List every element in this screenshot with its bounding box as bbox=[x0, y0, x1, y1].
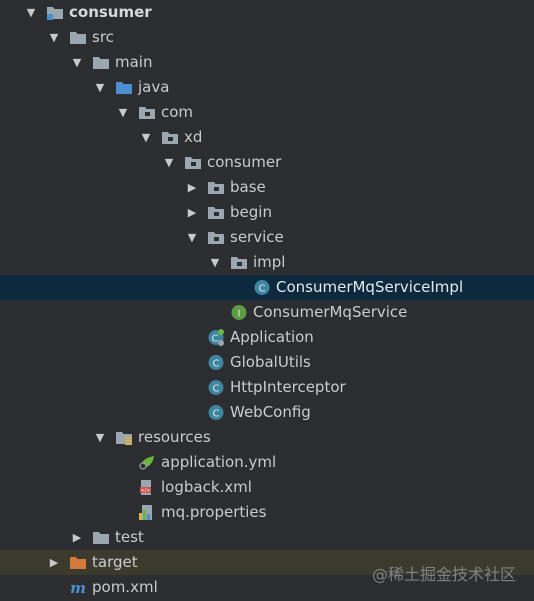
tree-node-label: com bbox=[161, 103, 194, 121]
tree-node-impl[interactable]: ▼ impl bbox=[0, 250, 534, 275]
tree-node-consumer-root[interactable]: ▼ consumer bbox=[0, 0, 534, 25]
maven-icon: m bbox=[69, 579, 87, 596]
expand-arrow-closed-icon[interactable]: ▶ bbox=[72, 531, 82, 544]
tree-node-test[interactable]: ▶ test bbox=[0, 525, 534, 550]
tree-node-label: GlobalUtils bbox=[230, 353, 311, 371]
tree-node-java[interactable]: ▼ java bbox=[0, 75, 534, 100]
tree-node-label: consumer bbox=[207, 153, 282, 171]
package-icon bbox=[207, 229, 225, 246]
tree-node-consumer-mq-service[interactable]: I ConsumerMqService bbox=[0, 300, 534, 325]
expand-arrow-closed-icon[interactable]: ▶ bbox=[187, 181, 197, 194]
svg-text:C: C bbox=[259, 284, 266, 295]
tree-node-logback-xml[interactable]: </> logback.xml bbox=[0, 475, 534, 500]
tree-node-base[interactable]: ▶ base bbox=[0, 175, 534, 200]
tree-node-pom-xml[interactable]: m pom.xml bbox=[0, 575, 534, 600]
tree-node-service[interactable]: ▼ service bbox=[0, 225, 534, 250]
package-icon bbox=[207, 179, 225, 196]
tree-node-src[interactable]: ▼ src bbox=[0, 25, 534, 50]
tree-node-label: mq.properties bbox=[161, 503, 267, 521]
tree-node-consumer-pkg[interactable]: ▼ consumer bbox=[0, 150, 534, 175]
spring-boot-class-icon: C bbox=[207, 329, 225, 346]
tree-node-global-utils[interactable]: C GlobalUtils bbox=[0, 350, 534, 375]
svg-text:</>: </> bbox=[140, 488, 150, 494]
expand-arrow-open-icon[interactable]: ▼ bbox=[95, 431, 105, 444]
tree-node-label: src bbox=[92, 28, 114, 46]
tree-node-label: test bbox=[115, 528, 144, 546]
tree-node-label: begin bbox=[230, 203, 272, 221]
source-folder-icon bbox=[115, 79, 133, 96]
tree-node-label: ConsumerMqServiceImpl bbox=[276, 278, 464, 296]
interface-icon: I bbox=[230, 304, 248, 321]
tree-node-application-yml[interactable]: application.yml bbox=[0, 450, 534, 475]
xml-file-icon: </> bbox=[138, 479, 156, 496]
watermark: @稀土掘金技术社区 bbox=[371, 565, 516, 584]
tree-node-label: java bbox=[138, 78, 170, 96]
tree-node-web-config[interactable]: C WebConfig bbox=[0, 400, 534, 425]
tree-node-label: ConsumerMqService bbox=[253, 303, 408, 321]
expand-arrow-open-icon[interactable]: ▼ bbox=[72, 56, 82, 69]
expand-arrow-open-icon[interactable]: ▼ bbox=[141, 131, 151, 144]
svg-text:C: C bbox=[212, 334, 219, 345]
class-icon: C bbox=[253, 279, 271, 296]
tree-node-resources[interactable]: ▼ resources bbox=[0, 425, 534, 450]
tree-node-consumer-mq-service-impl[interactable]: C ConsumerMqServiceImpl bbox=[0, 275, 534, 300]
properties-file-icon bbox=[138, 504, 156, 521]
module-folder-icon bbox=[46, 4, 64, 21]
tree-node-label: base bbox=[230, 178, 266, 196]
expand-arrow-closed-icon[interactable]: ▶ bbox=[49, 556, 59, 569]
expand-arrow-open-icon[interactable]: ▼ bbox=[49, 31, 59, 44]
svg-text:m: m bbox=[70, 579, 86, 596]
tree-node-label: logback.xml bbox=[161, 478, 252, 496]
package-icon bbox=[138, 104, 156, 121]
tree-node-com[interactable]: ▼ com bbox=[0, 100, 534, 125]
tree-node-begin[interactable]: ▶ begin bbox=[0, 200, 534, 225]
tree-node-label: impl bbox=[253, 253, 286, 271]
tree-node-label: consumer bbox=[69, 3, 152, 21]
tree-node-label: pom.xml bbox=[92, 578, 158, 596]
expand-arrow-open-icon[interactable]: ▼ bbox=[26, 6, 36, 19]
tree-node-label: service bbox=[230, 228, 284, 246]
folder-icon bbox=[69, 29, 87, 46]
tree-node-label: Application bbox=[230, 328, 314, 346]
svg-text:C: C bbox=[213, 409, 220, 420]
class-icon: C bbox=[207, 354, 225, 371]
tree-node-application[interactable]: C Application bbox=[0, 325, 534, 350]
tree-node-label: application.yml bbox=[161, 453, 277, 471]
tree-node-mq-properties[interactable]: mq.properties bbox=[0, 500, 534, 525]
expand-arrow-open-icon[interactable]: ▼ bbox=[118, 106, 128, 119]
package-icon bbox=[207, 204, 225, 221]
expand-arrow-open-icon[interactable]: ▼ bbox=[210, 256, 220, 269]
package-icon bbox=[230, 254, 248, 271]
class-icon: C bbox=[207, 404, 225, 421]
tree-node-label: xd bbox=[184, 128, 203, 146]
tree-node-label: target bbox=[92, 553, 138, 571]
tree-node-label: WebConfig bbox=[230, 403, 311, 421]
tree-node-xd[interactable]: ▼ xd bbox=[0, 125, 534, 150]
tree-node-label: HttpInterceptor bbox=[230, 378, 346, 396]
expand-arrow-open-icon[interactable]: ▼ bbox=[187, 231, 197, 244]
expand-arrow-open-icon[interactable]: ▼ bbox=[164, 156, 174, 169]
folder-icon bbox=[92, 54, 110, 71]
svg-text:I: I bbox=[238, 309, 241, 320]
svg-text:C: C bbox=[213, 359, 220, 370]
tree-node-label: resources bbox=[138, 428, 211, 446]
expand-arrow-closed-icon[interactable]: ▶ bbox=[187, 206, 197, 219]
folder-icon bbox=[92, 529, 110, 546]
svg-text:C: C bbox=[213, 384, 220, 395]
tree-node-label: main bbox=[115, 53, 153, 71]
package-icon bbox=[184, 154, 202, 171]
excluded-folder-icon bbox=[69, 554, 87, 571]
tree-node-http-interceptor[interactable]: C HttpInterceptor bbox=[0, 375, 534, 400]
package-icon bbox=[161, 129, 179, 146]
resources-folder-icon bbox=[115, 429, 133, 446]
tree-node-target[interactable]: ▶ target bbox=[0, 550, 534, 575]
spring-yml-icon bbox=[138, 454, 156, 471]
expand-arrow-open-icon[interactable]: ▼ bbox=[95, 81, 105, 94]
class-icon: C bbox=[207, 379, 225, 396]
tree-node-main[interactable]: ▼ main bbox=[0, 50, 534, 75]
